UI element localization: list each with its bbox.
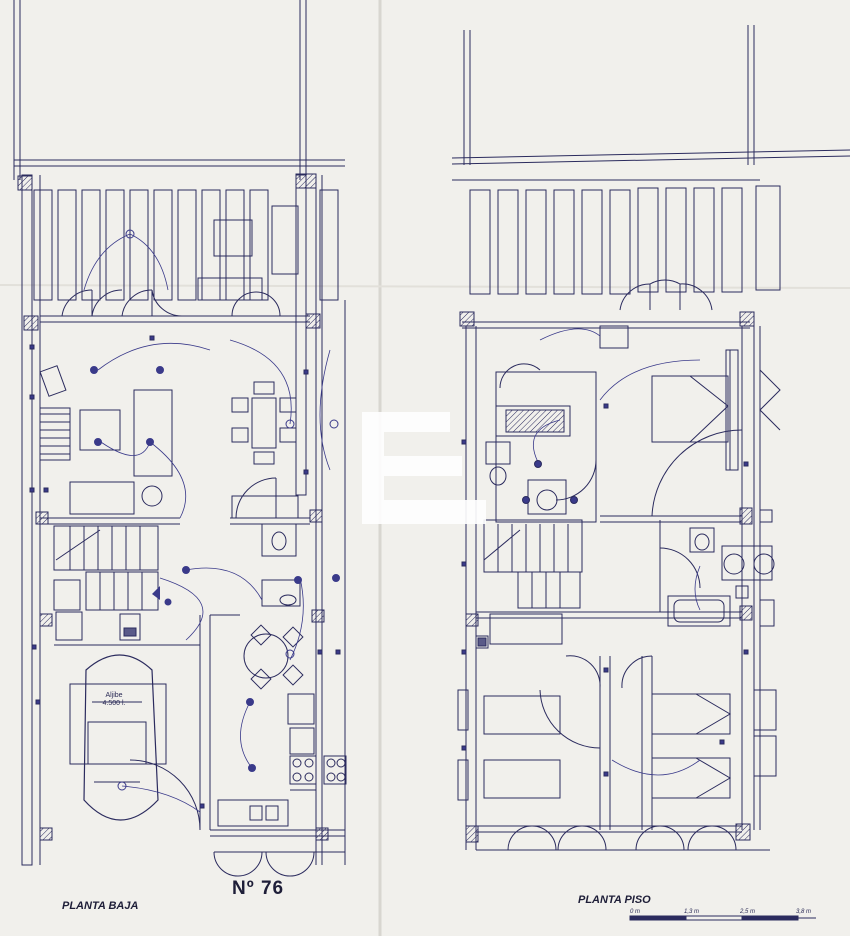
upper-floor-label: PLANTA PISO [578,894,651,906]
scale-mark-1: 1,3 m [684,909,700,915]
tank-label: Aljibe 4.500 l. [94,692,134,708]
upper-floor-plan [451,25,850,851]
watermark-logo-icon [362,412,486,524]
tank-name: Aljibe [105,692,123,699]
tank-capacity: 4.500 l. [102,700,126,707]
ground-floor-plan [13,0,347,877]
unit-number: Nº 76 [232,878,285,899]
scale-mark-0: 0 m [630,909,641,915]
scale-mark-3: 3,8 m [796,909,812,915]
paper-crease [0,284,850,289]
ground-floor-label: PLANTA BAJA [62,900,139,912]
scale-mark-2: 2,5 m [740,909,756,915]
scale-bar [629,915,816,921]
